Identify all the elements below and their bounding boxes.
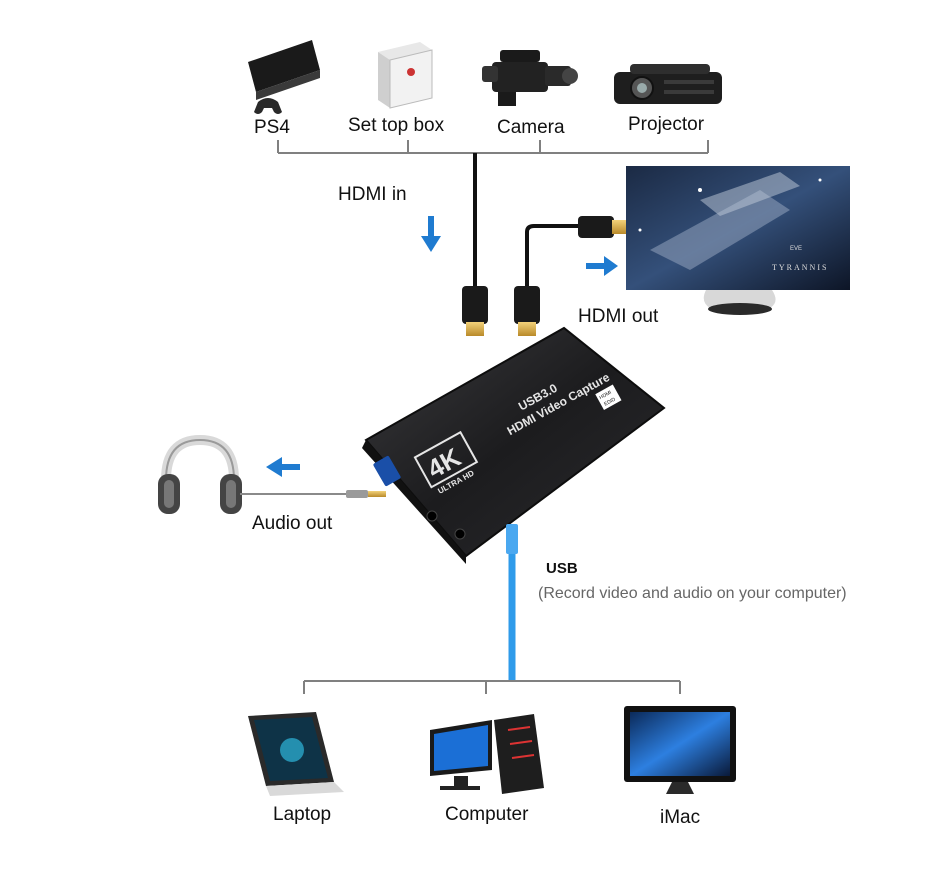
headphones-icon [158,434,242,514]
hdmi-in-arrow-icon [421,216,441,252]
set-top-box-label: Set top box [348,115,445,136]
usb-label: USB [546,560,578,577]
monitor-icon: EVE TYRANNIS [626,166,850,315]
computer-label: Computer [445,804,529,825]
hdmi-out-arrow-icon [586,256,618,276]
usb-plug [506,524,518,554]
imac-icon [624,706,736,794]
computer-icon [430,714,544,794]
laptop-icon [248,712,344,796]
laptop-label: Laptop [273,804,332,825]
hdmi-out-monitor-plug [578,216,626,238]
camera-icon [482,50,578,106]
hdmi-out-label: HDMI out [578,306,659,327]
hdmi-in-label: HDMI in [338,184,407,205]
monitor-title: TYRANNIS [772,263,828,272]
set-top-box-icon [378,42,433,109]
imac-label: iMac [660,807,701,828]
device-port-label-bottom: EDID [603,396,617,407]
ps4-icon [248,40,320,114]
camera-label: Camera [497,117,565,138]
audio-jack-icon [346,490,386,498]
projector-label: Projector [628,114,705,135]
source-bracket [277,140,709,154]
device-port-label-top: HDMI [598,390,612,401]
hdmi-in-plug [462,286,488,336]
computer-bracket [303,680,681,694]
audio-out-arrow-icon [266,457,300,477]
audio-out-label: Audio out [252,513,333,534]
hdmi-out-plug [514,286,540,336]
capture-device: 4K ULTRA HD USB3.0 HDMI Video Capture HD… [362,326,666,564]
hdmi-out-cable [525,224,580,288]
monitor-brand: EVE [790,246,802,252]
projector-icon [614,64,722,104]
ps4-label: PS4 [254,117,290,138]
usb-description: (Record video and audio on your computer… [538,585,847,602]
